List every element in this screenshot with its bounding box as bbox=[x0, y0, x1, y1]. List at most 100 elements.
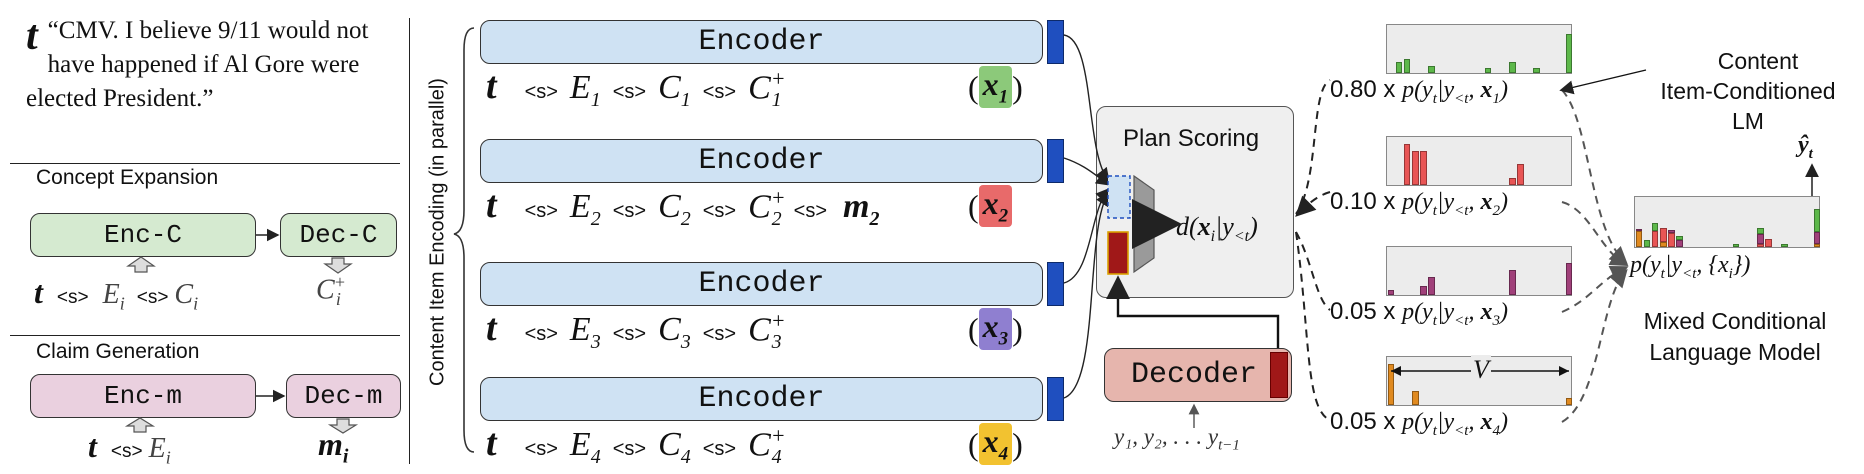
dec-c-label: Dec-C bbox=[299, 220, 378, 250]
ce-out-c: C bbox=[316, 274, 335, 306]
dist-expr: p(yt|y<t, x3) bbox=[1402, 299, 1508, 329]
token-sep: <s> bbox=[524, 438, 558, 460]
token-sub: 3 bbox=[680, 330, 691, 353]
decoder-label: Decoder bbox=[1131, 358, 1258, 392]
content-lm-line-2: Item-Conditioned LM bbox=[1660, 78, 1836, 134]
dec-c-down-arrow bbox=[323, 257, 353, 274]
plan-decoder-slot bbox=[1107, 231, 1129, 275]
paren-open: ( bbox=[968, 310, 979, 347]
dist-bar bbox=[1395, 61, 1403, 73]
ce-input-t: t bbox=[34, 274, 43, 310]
ce-out-sub: i bbox=[335, 288, 341, 309]
encoder-box-3: Encoder bbox=[480, 262, 1043, 306]
distribution-histogram-4: V bbox=[1386, 355, 1573, 406]
dist-weight: 0.10 bbox=[1330, 188, 1384, 215]
dist-bar bbox=[1412, 150, 1419, 185]
plan-encoder-slot bbox=[1107, 175, 1131, 219]
token-sep: <s> bbox=[793, 200, 828, 222]
token-t: t bbox=[486, 422, 497, 464]
token-row-1: t<s>E1<s>C1<s>C+1 bbox=[486, 64, 786, 112]
dec-m-label: Dec-m bbox=[304, 381, 383, 411]
token-sup: + bbox=[770, 422, 786, 448]
mixture-bar bbox=[1635, 228, 1643, 231]
encoder-output-tab-1 bbox=[1047, 20, 1064, 64]
mixture-bar bbox=[1660, 241, 1667, 247]
ce-input-e: Ei bbox=[103, 279, 125, 315]
mixture-bar bbox=[1757, 227, 1764, 235]
x-badge-label: x4 bbox=[978, 422, 1013, 466]
dist-bar bbox=[1387, 290, 1395, 295]
distribution-label-1: 0.80 x p(yt|y<t, x1) bbox=[1330, 76, 1508, 108]
dist-x: x bbox=[1480, 189, 1493, 215]
token-var: C3 bbox=[658, 311, 691, 353]
dist-close: ) bbox=[1499, 189, 1508, 215]
mixed-lm-line-2: Language Model bbox=[1649, 339, 1821, 365]
token-sub: 3 bbox=[590, 330, 601, 353]
distribution-label-2: 0.10 x p(yt|y<t, x2) bbox=[1330, 188, 1508, 220]
dist-p: p(y bbox=[1402, 299, 1433, 325]
mixed-lm-line-1: Mixed Conditional bbox=[1643, 308, 1827, 334]
paren-close: ) bbox=[1012, 68, 1023, 105]
token-var: E2 bbox=[569, 188, 601, 230]
encoder-box-4: Encoder bbox=[480, 377, 1043, 421]
token-var: C+3 bbox=[748, 307, 786, 353]
score-rest: |y bbox=[1215, 212, 1234, 241]
dist-bar bbox=[1387, 363, 1395, 405]
mix-i: i bbox=[1728, 265, 1733, 282]
concept-output: C+i bbox=[316, 272, 346, 310]
x-badge-sub: 4 bbox=[998, 443, 1009, 465]
dist-lt: <t bbox=[1454, 422, 1469, 439]
token-sub: 1 bbox=[590, 88, 601, 111]
dist-close: ) bbox=[1499, 409, 1508, 435]
token-sep: <s> bbox=[612, 200, 647, 222]
token-sub: 4 bbox=[590, 445, 601, 468]
dist-lt: <t bbox=[1454, 202, 1469, 219]
dist-bar bbox=[1565, 398, 1573, 405]
token-sub: 4 bbox=[771, 445, 782, 468]
dist-t: t bbox=[1432, 90, 1437, 107]
distribution-label-4: 0.05 x p(yt|y<t, x4) bbox=[1330, 408, 1508, 440]
token-row-3: t<s>E3<s>C3<s>C+3 bbox=[486, 306, 786, 354]
dec-c-box: Dec-C bbox=[280, 213, 397, 257]
paren-close: ) bbox=[1012, 425, 1023, 462]
dist-mid: |y bbox=[1436, 409, 1455, 435]
encoder-label-2: Encoder bbox=[698, 144, 825, 178]
vocab-arrowhead bbox=[1391, 366, 1401, 376]
mixture-bar bbox=[1651, 230, 1659, 247]
distribution-histogram-3 bbox=[1386, 246, 1573, 296]
dist-bar bbox=[1484, 68, 1492, 73]
paren-open: ( bbox=[968, 425, 979, 462]
ce-e: E bbox=[102, 279, 120, 310]
concept-expansion-title: Concept Expansion bbox=[36, 166, 219, 189]
token-sep: <s> bbox=[524, 323, 558, 345]
dist-expr: p(yt|y<t, x2) bbox=[1402, 189, 1508, 219]
dist-p: p(y bbox=[1402, 189, 1433, 215]
dist-bar bbox=[1565, 262, 1573, 295]
decoder-to-plan-arrow bbox=[1106, 275, 1280, 348]
content-lm-label: Content Item-Conditioned LM bbox=[1660, 46, 1848, 136]
dist-p: p(y bbox=[1402, 77, 1433, 103]
dist-lt: <t bbox=[1454, 90, 1469, 107]
dist-bar bbox=[1428, 276, 1435, 295]
mixture-bar bbox=[1676, 239, 1683, 247]
mixture-bar bbox=[1757, 244, 1764, 247]
dist-p: p(y bbox=[1402, 409, 1433, 435]
dist-mid: |y bbox=[1436, 77, 1455, 103]
token-var: E4 bbox=[569, 426, 601, 468]
score-rest-sub: <t bbox=[1233, 228, 1250, 246]
token-m: m2 bbox=[843, 188, 880, 230]
mixture-bar bbox=[1651, 222, 1659, 231]
x-badge-label: x2 bbox=[978, 184, 1013, 228]
score-x: x bbox=[1197, 212, 1211, 241]
cg-input-s: <s> bbox=[110, 441, 143, 462]
dist-weight: 0.05 bbox=[1330, 298, 1384, 325]
token-row-4: t<s>E4<s>C4<s>C+4 bbox=[486, 421, 786, 469]
dist-expr: p(yt|y<t, x4) bbox=[1402, 409, 1508, 439]
mixture-bar bbox=[1668, 233, 1675, 247]
output-y-sub: t bbox=[1808, 145, 1813, 162]
token-sep: <s> bbox=[702, 81, 737, 103]
x-badge-sub: 2 bbox=[998, 205, 1009, 227]
dist-t: t bbox=[1432, 422, 1437, 439]
ce-e-sub: i bbox=[119, 293, 125, 314]
